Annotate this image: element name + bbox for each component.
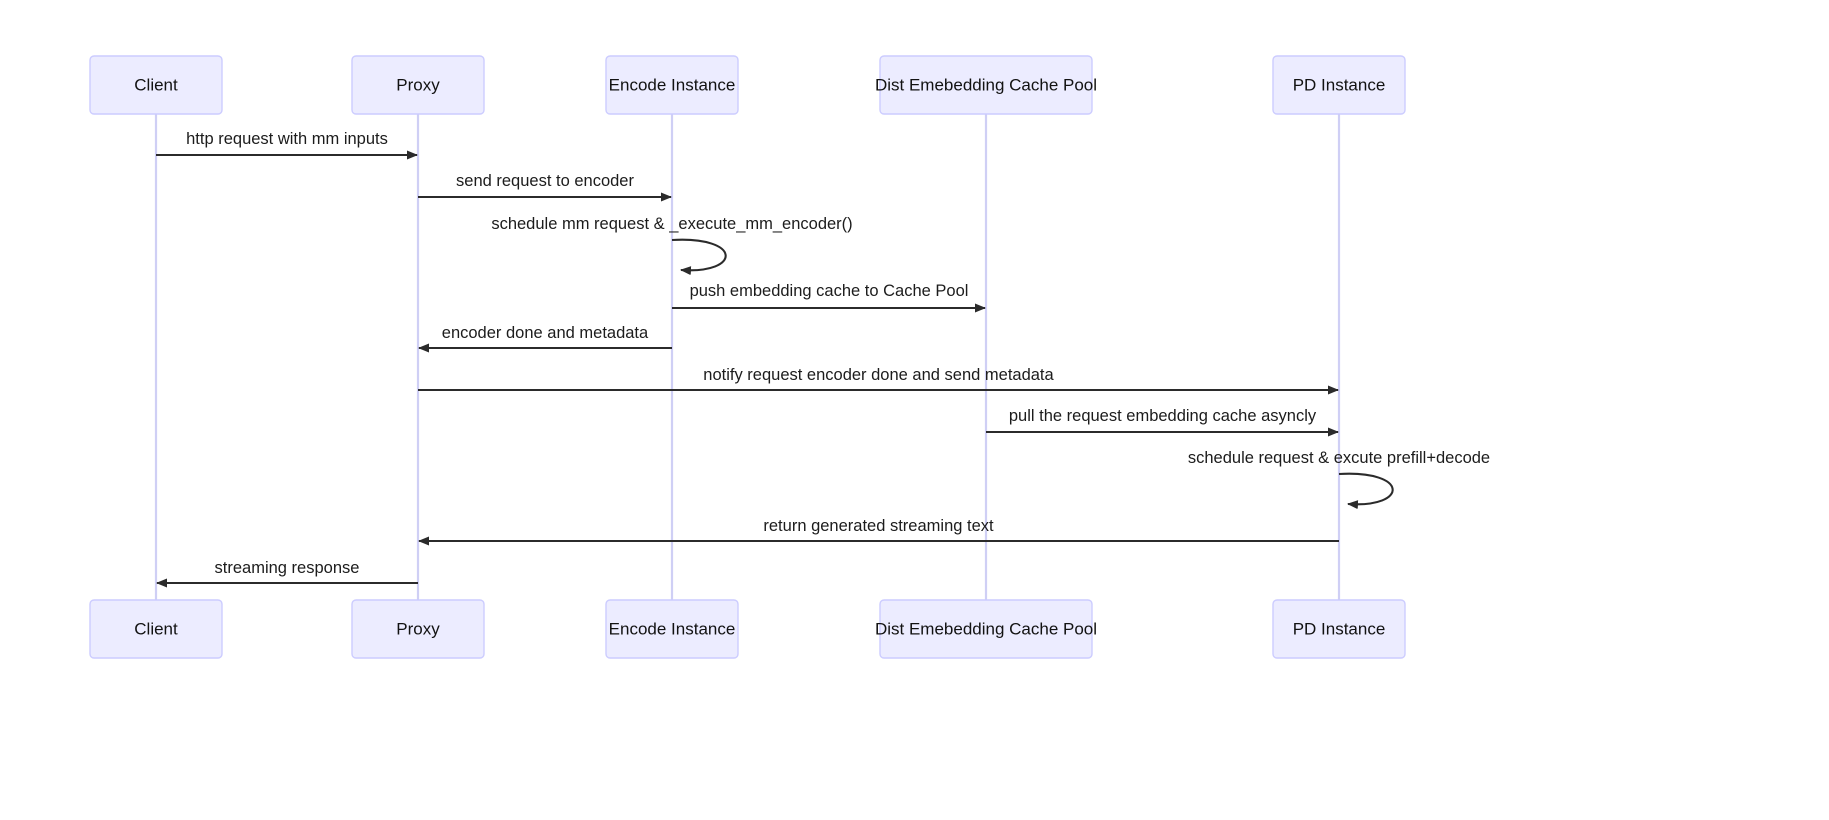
participant-top-proxy[interactable]: Proxy xyxy=(351,55,485,115)
message-3: schedule mm request & _execute_mm_encode… xyxy=(491,215,853,276)
message-self-loop xyxy=(671,238,727,276)
participant-box-shape xyxy=(351,55,485,115)
participant-label: PD Instance xyxy=(1293,75,1386,94)
participant-box-shape xyxy=(605,55,739,115)
participant-label: Client xyxy=(134,75,178,94)
message-label: schedule request & excute prefill+decode xyxy=(1188,449,1490,467)
participant-label: Proxy xyxy=(396,75,440,94)
lifelines-layer xyxy=(154,114,1341,600)
participant-box-shape xyxy=(1272,599,1406,659)
message-1: http request with mm inputs xyxy=(156,130,418,160)
message-label: encoder done and metadata xyxy=(442,324,649,342)
participant-bottom-pd[interactable]: PD Instance xyxy=(1272,599,1406,659)
participant-top-encode[interactable]: Encode Instance xyxy=(605,55,739,115)
message-label: schedule mm request & _execute_mm_encode… xyxy=(491,215,852,233)
participant-box-shape xyxy=(1272,55,1406,115)
participant-box-shape xyxy=(89,599,223,659)
participant-bottom-cachepool[interactable]: Dist Emebedding Cache Pool xyxy=(875,599,1097,659)
message-4: push embedding cache to Cache Pool xyxy=(672,282,986,313)
message-self-loop xyxy=(1338,472,1394,510)
messages-layer: http request with mm inputs send request … xyxy=(156,130,1490,588)
message-label: send request to encoder xyxy=(456,172,634,190)
message-7: pull the request embedding cache asyncly xyxy=(986,407,1339,437)
participant-box-shape xyxy=(879,599,1093,659)
participant-label: Proxy xyxy=(396,619,440,638)
participant-label: PD Instance xyxy=(1293,619,1386,638)
participant-label: Dist Emebedding Cache Pool xyxy=(875,75,1097,94)
participant-label: Dist Emebedding Cache Pool xyxy=(875,619,1097,638)
participant-top-cachepool[interactable]: Dist Emebedding Cache Pool xyxy=(875,55,1097,115)
message-6: notify request encoder done and send met… xyxy=(418,366,1339,395)
participant-bottom-encode[interactable]: Encode Instance xyxy=(605,599,739,659)
message-9: return generated streaming text xyxy=(418,517,1339,546)
message-label: return generated streaming text xyxy=(763,517,994,535)
participant-box-shape xyxy=(351,599,485,659)
message-10: streaming response xyxy=(156,559,418,588)
message-5: encoder done and metadata xyxy=(418,324,672,353)
participant-box-shape xyxy=(89,55,223,115)
participant-label: Encode Instance xyxy=(609,75,736,94)
message-label: push embedding cache to Cache Pool xyxy=(690,282,969,300)
message-label: notify request encoder done and send met… xyxy=(703,366,1054,384)
participant-top-pd[interactable]: PD Instance xyxy=(1272,55,1406,115)
participant-label: Encode Instance xyxy=(609,619,736,638)
message-2: send request to encoder xyxy=(418,172,672,202)
participant-box-shape xyxy=(879,55,1093,115)
participant-top-client[interactable]: Client xyxy=(89,55,223,115)
message-label: streaming response xyxy=(215,559,360,577)
participant-bottom-proxy[interactable]: Proxy xyxy=(351,599,485,659)
message-label: pull the request embedding cache asyncly xyxy=(1009,407,1317,425)
participant-label: Client xyxy=(134,619,178,638)
message-label: http request with mm inputs xyxy=(186,130,388,148)
message-8: schedule request & excute prefill+decode xyxy=(1188,449,1490,510)
participant-bottom-client[interactable]: Client xyxy=(89,599,223,659)
participant-box-shape xyxy=(605,599,739,659)
